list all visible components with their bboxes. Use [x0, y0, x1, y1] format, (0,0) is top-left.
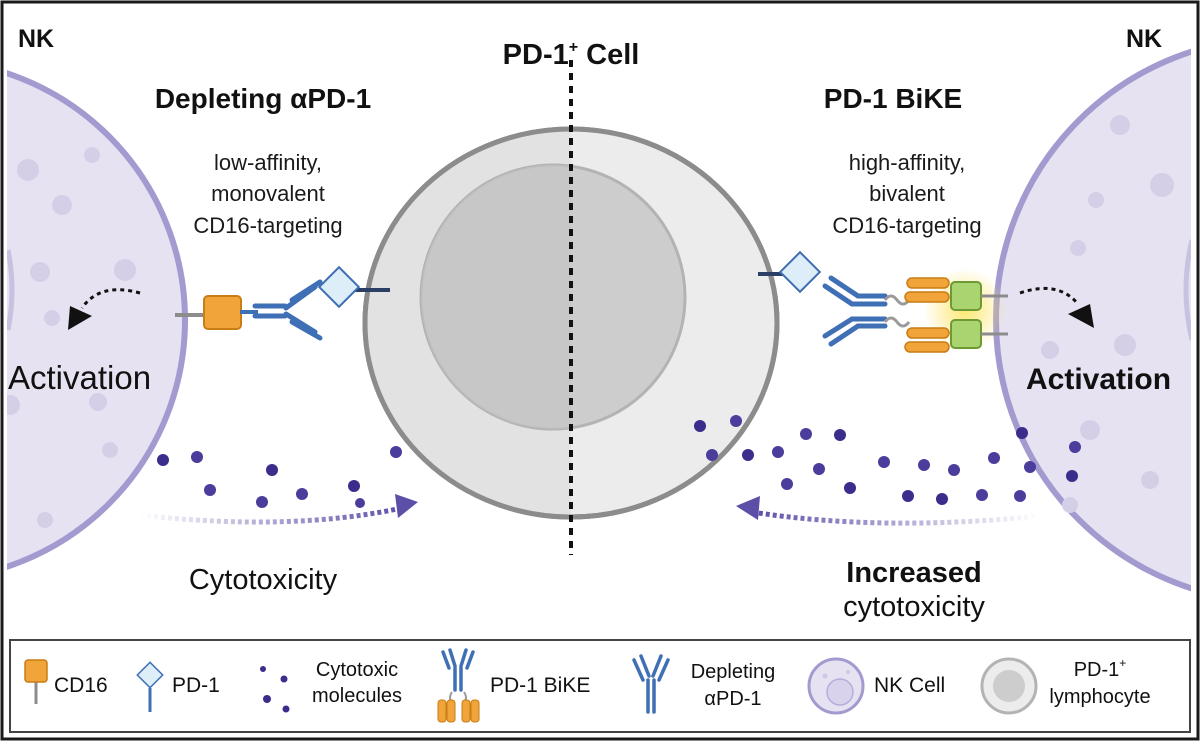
legend-bike: PD-1 BiKE [437, 648, 590, 723]
svg-text:PD-1: PD-1 [172, 674, 220, 697]
svg-text:NK Cell: NK Cell [874, 674, 945, 697]
svg-text:CD16-targeting: CD16-targeting [832, 213, 981, 238]
nk-cell-left [7, 70, 188, 570]
legend-pd1: PD-1 [136, 661, 220, 712]
molecule-dot [800, 428, 812, 440]
right-complex [758, 250, 1008, 353]
nk-label-left: NK [18, 25, 54, 53]
cd16-receptor-left [203, 295, 242, 330]
bike-right [822, 275, 888, 347]
activation-arrow-right [1019, 286, 1094, 328]
left-complex [175, 265, 390, 341]
antibody-left [252, 279, 323, 341]
molecule-dot [918, 459, 930, 471]
molecule-dot [936, 493, 948, 505]
pd1-receptor-left [317, 265, 361, 309]
svg-text:PD-1 BiKE: PD-1 BiKE [490, 674, 590, 697]
molecule-dot [772, 446, 784, 458]
molecule-dot [1069, 441, 1081, 453]
molecule-dot [948, 464, 960, 476]
right-title: PD-1 BiKE [824, 83, 962, 114]
svg-text:lymphocyte: lymphocyte [1049, 686, 1150, 708]
svg-text:Depleting: Depleting [691, 661, 776, 683]
svg-text:high-affinity,: high-affinity, [849, 150, 966, 175]
activation-arrow-left [68, 288, 141, 330]
molecule-dot [157, 454, 169, 466]
cd16-receptor-right-1 [950, 281, 982, 311]
left-affinity-text: low-affinity, monovalent CD16-targeting [193, 150, 342, 238]
svg-text:molecules: molecules [312, 685, 402, 707]
molecule-dot [844, 482, 856, 494]
legend-cytotoxic: Cytotoxic molecules [260, 659, 402, 713]
svg-text:αPD-1: αPD-1 [704, 688, 761, 710]
molecule-dot [781, 478, 793, 490]
molecule-dot [988, 452, 1000, 464]
cytotoxicity-arrow-right [736, 496, 1041, 526]
svg-text:CD16-targeting: CD16-targeting [193, 213, 342, 238]
svg-text:low-affinity,: low-affinity, [214, 150, 322, 175]
increased-label: Increased [846, 557, 981, 589]
molecule-dot [813, 463, 825, 475]
legend-nk-icon [807, 657, 865, 715]
molecule-dot [191, 451, 203, 463]
legend-cd16: CD16 [24, 659, 108, 704]
nk-label-right: NK [1126, 25, 1162, 53]
molecule-dot [204, 484, 216, 496]
legend: CD16 PD-1 Cytotoxic molecules [9, 639, 1191, 733]
right-affinity-text: high-affinity, bivalent CD16-targeting [832, 150, 981, 238]
molecule-dot [1016, 427, 1028, 439]
legend-molecule-icon [260, 666, 290, 713]
cytotoxic-molecules [157, 415, 1081, 508]
activation-label-left: Activation [8, 359, 151, 396]
legend-lymphocyte: PD-1+ lymphocyte [980, 656, 1151, 715]
molecule-dot [1066, 470, 1078, 482]
activation-label-right: Activation [1026, 363, 1171, 396]
molecule-dot [694, 420, 706, 432]
molecule-dot [976, 489, 988, 501]
legend-nk-cell: NK Cell [807, 657, 945, 715]
molecule-dot [706, 449, 718, 461]
molecule-dot [902, 490, 914, 502]
svg-text:monovalent: monovalent [211, 181, 325, 206]
legend-bike-icon [441, 648, 475, 692]
legend-depleting: Depleting αPD-1 [632, 654, 776, 714]
cytotoxicity-arrow-left [139, 494, 418, 525]
molecule-dot [355, 498, 365, 508]
left-title: Depleting αPD-1 [155, 83, 371, 114]
molecule-dot [730, 415, 742, 427]
molecule-dot [1024, 461, 1036, 473]
pd1-receptor-right [778, 250, 822, 294]
molecule-dot [296, 488, 308, 500]
cytotoxicity-label-right: cytotoxicity [843, 591, 985, 623]
molecule-dot [834, 429, 846, 441]
legend-pd1-icon [136, 661, 164, 689]
cd16-receptor-right-2 [950, 319, 982, 349]
svg-text:Cytotoxic: Cytotoxic [316, 659, 398, 681]
legend-depleting-icon [632, 654, 670, 714]
molecule-dot [742, 449, 754, 461]
svg-text:PD-1+: PD-1+ [1074, 656, 1127, 681]
molecule-dot [256, 496, 268, 508]
cytotoxicity-label-left: Cytotoxicity [189, 564, 338, 596]
legend-cd16-icon [24, 659, 48, 683]
molecule-dot [348, 480, 360, 492]
legend-lymphocyte-icon [980, 657, 1038, 715]
molecule-dot [266, 464, 278, 476]
molecule-dot [878, 456, 890, 468]
center-title: PD-1+ Cell [503, 39, 640, 71]
molecule-dot [390, 446, 402, 458]
molecule-dot [1014, 490, 1026, 502]
svg-text:CD16: CD16 [54, 674, 108, 697]
svg-text:bivalent: bivalent [869, 181, 945, 206]
